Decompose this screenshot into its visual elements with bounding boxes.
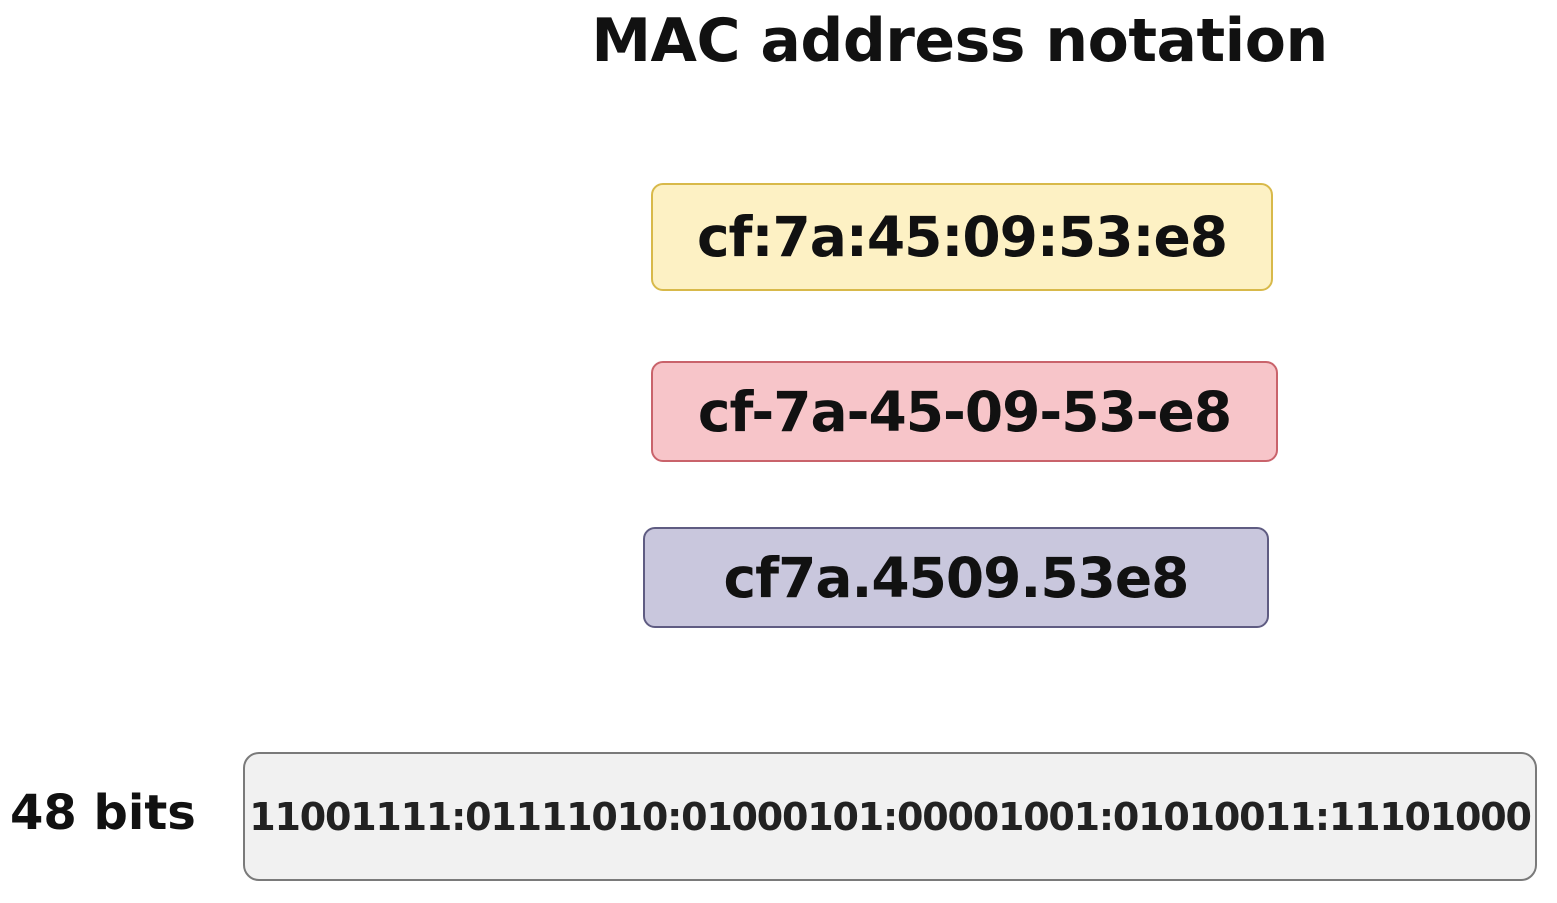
colon-notation-box: cf:7a:45:09:53:e8 xyxy=(651,183,1273,291)
diagram-title: MAC address notation xyxy=(591,6,1328,76)
binary-representation-box: 11001111:01111010:01000101:00001001:0101… xyxy=(243,752,1537,881)
hyphen-notation-box: cf-7a-45-09-53-e8 xyxy=(651,361,1278,462)
dot-notation-box: cf7a.4509.53e8 xyxy=(643,527,1269,628)
bit-length-label: 48 bits xyxy=(10,785,196,841)
